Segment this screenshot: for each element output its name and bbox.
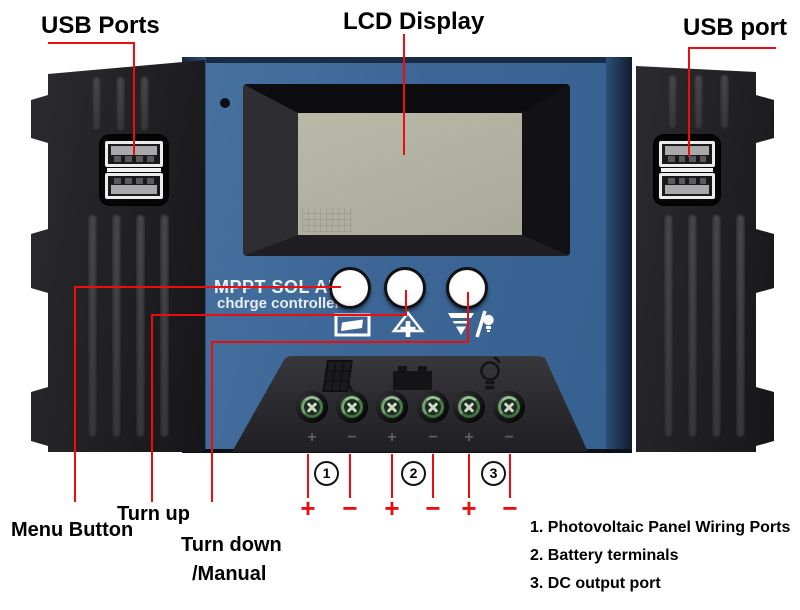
callout-line-turn-up — [405, 290, 407, 316]
right-end-cap — [636, 66, 774, 452]
usb-pins — [114, 178, 154, 184]
label-turn-up: Turn up — [117, 503, 190, 525]
polarity-plus: + — [384, 493, 400, 523]
usb-ports-right — [655, 136, 719, 204]
legend-item-3: 3. DC output port — [530, 575, 661, 592]
callout-line-lcd — [403, 34, 405, 155]
panel-right-shadow — [606, 57, 632, 453]
label-usb-ports: USB Ports — [41, 12, 160, 39]
callout-line-usb-right — [688, 47, 690, 157]
terminal-polarity-mark: − — [504, 429, 514, 446]
terminal-screw — [376, 391, 408, 423]
wiring-leader-line — [468, 454, 470, 498]
callout-line-turn-down — [467, 292, 469, 343]
label-manual: /Manual — [192, 563, 267, 585]
terminal-screw — [296, 391, 328, 423]
cap-ridge — [92, 76, 101, 132]
brand-subtext: chdrge controller — [217, 295, 341, 312]
cap-ridge — [140, 76, 149, 132]
terminal-screw — [453, 391, 485, 423]
wiring-leader-line — [391, 454, 393, 498]
cap-ridge — [668, 74, 677, 130]
cap-ridge — [720, 74, 729, 130]
terminal-screw — [493, 391, 525, 423]
terminal-polarity-mark: − — [347, 429, 357, 446]
usb-divider — [661, 167, 713, 173]
terminal-polarity-mark: + — [387, 429, 397, 446]
indicator-led — [220, 98, 230, 108]
cap-ridge — [712, 214, 721, 438]
cap-ridge — [88, 214, 97, 438]
legend-item-2: 2. Battery terminals — [530, 547, 679, 564]
polarity-minus: − — [425, 493, 441, 523]
polarity-minus: − — [342, 493, 358, 523]
battery-icon — [393, 366, 432, 390]
label-usb-port: USB port — [683, 14, 787, 41]
wiring-number-2: 2 — [401, 461, 426, 486]
usb-tongue — [665, 185, 709, 194]
usb-pins — [668, 178, 706, 184]
down-arrow-light-icon — [448, 310, 494, 338]
cap-ridge — [664, 214, 673, 438]
wiring-leader-line — [432, 454, 434, 498]
callout-line-turn-down — [211, 341, 213, 502]
terminal-screw — [417, 391, 449, 423]
label-lcd-display: LCD Display — [343, 8, 485, 35]
usb-pins — [114, 156, 154, 162]
legend-item-1: 1. Photovoltaic Panel Wiring Ports — [530, 519, 791, 536]
wiring-leader-line — [307, 454, 309, 498]
cap-ridge — [160, 214, 169, 438]
terminal-screw — [336, 391, 368, 423]
cap-ridge — [736, 214, 745, 438]
callout-line-usb-left — [48, 42, 135, 44]
label-menu-button: Menu Button — [11, 519, 134, 541]
usb-tongue — [111, 185, 157, 194]
terminal-polarity-mark: + — [307, 429, 317, 446]
cap-ridge — [112, 214, 121, 438]
callout-line-menu — [74, 286, 76, 502]
cap-ridge — [688, 214, 697, 438]
callout-line-usb-right — [688, 47, 776, 49]
terminal-polarity-mark: − — [428, 429, 438, 446]
callout-line-usb-left — [133, 42, 135, 155]
lamp-icon — [480, 356, 501, 390]
callout-line-menu — [74, 286, 341, 288]
cap-ridge — [116, 76, 125, 132]
usb-a-port-icon — [105, 173, 163, 199]
callout-line-turn-up — [151, 314, 153, 502]
menu-button — [329, 267, 371, 309]
usb-a-port-icon — [659, 173, 715, 199]
wiring-number-3: 3 — [481, 461, 506, 486]
polarity-plus: + — [300, 493, 316, 523]
lcd-display — [243, 84, 570, 256]
panel-top-edge — [182, 57, 632, 63]
usb-a-port-icon — [659, 141, 715, 167]
callout-line-turn-up — [151, 314, 407, 316]
polarity-plus: + — [461, 493, 477, 523]
cap-ridge — [694, 74, 703, 130]
wiring-leader-line — [509, 454, 511, 498]
label-turn-down: Turn down — [181, 534, 282, 556]
terminal-polarity-mark: + — [464, 429, 474, 446]
wiring-number-1: 1 — [314, 461, 339, 486]
up-arrow-plus-icon — [391, 310, 425, 337]
wiring-leader-line — [349, 454, 351, 498]
usb-pins — [668, 156, 706, 162]
usb-divider — [107, 167, 161, 173]
lcd-segment-grid — [302, 208, 352, 232]
polarity-minus: − — [502, 493, 518, 523]
callout-line-turn-down — [211, 341, 469, 343]
usb-tongue — [665, 146, 709, 155]
cap-ridge — [136, 214, 145, 438]
